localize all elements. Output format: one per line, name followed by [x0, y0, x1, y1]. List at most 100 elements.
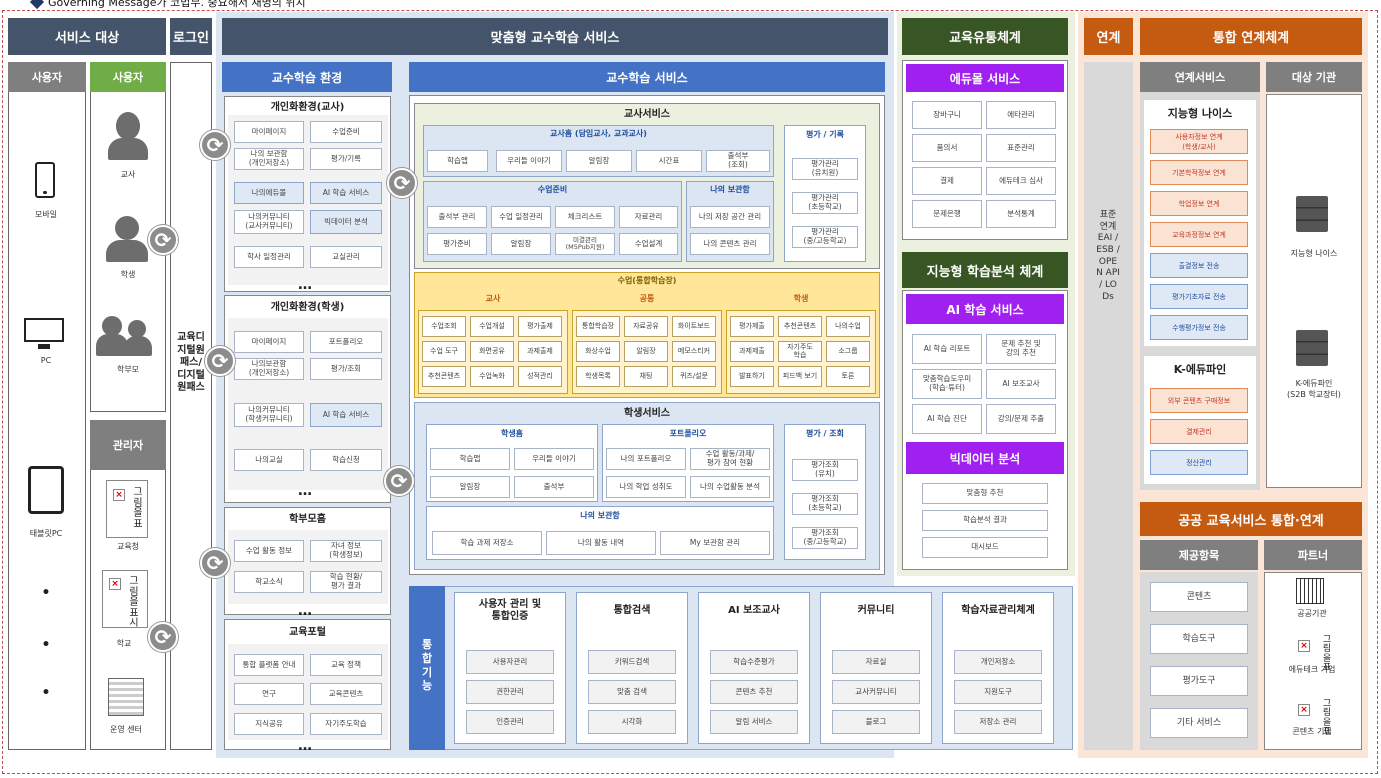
integrated-item[interactable]: 콘텐츠 추천 [710, 680, 798, 704]
class-student-item[interactable]: 피드백 보기 [778, 366, 822, 387]
ai-service-item[interactable]: AI 학습 리포트 [912, 334, 982, 364]
teacher-eval-item[interactable]: 평가관리 (중/고등학교) [792, 226, 858, 248]
integrated-item[interactable]: 블로그 [832, 710, 920, 734]
class-student-item[interactable]: 과제제출 [730, 341, 774, 362]
class-teacher-item[interactable]: 화면공유 [470, 341, 514, 362]
teacher-box-item[interactable]: 나의 콘텐츠 관리 [690, 233, 770, 255]
class-student-item[interactable]: 평가제출 [730, 316, 774, 337]
teacher-home-item[interactable]: 우리들 이야기 [496, 150, 562, 172]
kedu-link-item[interactable]: 결제관리 [1150, 419, 1248, 444]
integrated-item[interactable]: 저장소 관리 [954, 710, 1042, 734]
student-home-item[interactable]: 출석부 [514, 476, 594, 498]
student-box-item[interactable]: 학습 과제 저장소 [432, 531, 542, 555]
portal-item[interactable]: 지식공유 [234, 713, 304, 735]
provision-item[interactable]: 학습도구 [1150, 624, 1248, 654]
integrated-item[interactable]: 권한관리 [466, 680, 554, 704]
class-prep-item[interactable]: 출석부 관리 [427, 206, 487, 228]
integrated-item[interactable]: 개인저장소 [954, 650, 1042, 674]
env-student-item[interactable]: 포트폴리오 [310, 331, 382, 353]
portfolio-item[interactable]: 나의 학업 성취도 [606, 476, 686, 498]
integrated-item[interactable]: 키워드검색 [588, 650, 676, 674]
env-teacher-item[interactable]: 학사 일정관리 [234, 246, 304, 268]
edu-mall-item[interactable]: 표준관리 [986, 134, 1056, 162]
student-box-item[interactable]: My 보관함 관리 [660, 531, 770, 555]
student-box-item[interactable]: 나의 활동 내역 [546, 531, 656, 555]
class-student-item[interactable]: 추천콘텐츠 [778, 316, 822, 337]
edu-mall-item[interactable]: 장바구니 [912, 101, 982, 129]
teacher-home-item[interactable]: 출석부 (조회) [706, 150, 770, 172]
class-common-item[interactable]: 퀴즈/설문 [672, 366, 716, 387]
student-home-item[interactable]: 학습맵 [430, 448, 510, 470]
teacher-eval-item[interactable]: 평가관리 (초등학교) [792, 192, 858, 214]
student-eval-item[interactable]: 평가조회 (유치) [792, 459, 858, 481]
ai-service-item[interactable]: AI 보조교사 [986, 369, 1056, 399]
class-prep-item[interactable]: 미결관리 (M5Pub지원) [555, 233, 615, 255]
env-teacher-item[interactable]: AI 학습 서비스 [310, 182, 382, 204]
env-teacher-item[interactable]: 나의커뮤니티 (교사커뮤니티) [234, 210, 304, 234]
class-prep-item[interactable]: 자료관리 [619, 206, 678, 228]
class-common-item[interactable]: 메모스티커 [672, 341, 716, 362]
integrated-item[interactable]: 학습수준평가 [710, 650, 798, 674]
ai-service-item[interactable]: 문제 추천 및 강의 추천 [986, 334, 1056, 364]
portal-item[interactable]: 교육콘텐츠 [310, 683, 382, 705]
class-student-item[interactable]: 발표하기 [730, 366, 774, 387]
class-teacher-item[interactable]: 추천콘텐츠 [422, 366, 466, 387]
class-prep-item[interactable]: 체크리스트 [555, 206, 615, 228]
neis-link-item[interactable]: 출결정보 전송 [1150, 253, 1248, 278]
class-teacher-item[interactable]: 과제출제 [518, 341, 562, 362]
env-teacher-item[interactable]: 빅데이터 분석 [310, 210, 382, 234]
edu-mall-item[interactable]: 에듀테크 심사 [986, 167, 1056, 195]
class-teacher-item[interactable]: 평가출제 [518, 316, 562, 337]
env-teacher-item[interactable]: 교실관리 [310, 246, 382, 268]
env-teacher-item[interactable]: 나의에듀몰 [234, 182, 304, 204]
provision-item[interactable]: 콘텐츠 [1150, 582, 1248, 612]
teacher-home-item[interactable]: 시간표 [636, 150, 702, 172]
kedu-link-item[interactable]: 정산관리 [1150, 450, 1248, 475]
class-common-item[interactable]: 채팅 [624, 366, 668, 387]
neis-link-item[interactable]: 기본학적정보 연계 [1150, 160, 1248, 185]
ai-service-item[interactable]: 맞춤학습도우미 (학습·튜터) [912, 369, 982, 399]
provision-item[interactable]: 기타 서비스 [1150, 708, 1248, 738]
edu-mall-item[interactable]: 결제 [912, 167, 982, 195]
bigdata-item[interactable]: 대시보드 [922, 537, 1048, 558]
integrated-item[interactable]: 인증관리 [466, 710, 554, 734]
class-prep-item[interactable]: 수업설계 [619, 233, 678, 255]
env-student-item[interactable]: 평가/조회 [310, 358, 382, 380]
integrated-item[interactable]: 지원도구 [954, 680, 1042, 704]
student-home-item[interactable]: 우리들 이야기 [514, 448, 594, 470]
integrated-item[interactable]: 자료실 [832, 650, 920, 674]
env-student-item[interactable]: 학습신청 [310, 449, 382, 471]
parent-item[interactable]: 학습 현황/ 평가 결과 [310, 571, 382, 593]
integrated-item[interactable]: 교사커뮤니티 [832, 680, 920, 704]
class-teacher-item[interactable]: 수업 도구 [422, 341, 466, 362]
class-common-item[interactable]: 화상수업 [576, 341, 620, 362]
class-common-item[interactable]: 화이트보드 [672, 316, 716, 337]
parent-item[interactable]: 수업 활동 정보 [234, 540, 304, 562]
class-common-item[interactable]: 자료공유 [624, 316, 668, 337]
portal-item[interactable]: 연구 [234, 683, 304, 705]
integrated-item[interactable]: 알림 서비스 [710, 710, 798, 734]
provision-item[interactable]: 평가도구 [1150, 666, 1248, 696]
class-student-item[interactable]: 토론 [826, 366, 870, 387]
env-student-item[interactable]: 마이페이지 [234, 331, 304, 353]
neis-link-item[interactable]: 교육과정정보 연계 [1150, 222, 1248, 247]
integrated-item[interactable]: 시각화 [588, 710, 676, 734]
class-common-item[interactable]: 알림장 [624, 341, 668, 362]
env-teacher-item[interactable]: 마이페이지 [234, 121, 304, 143]
neis-link-item[interactable]: 평가기초자료 전송 [1150, 284, 1248, 309]
env-teacher-item[interactable]: 나의 보관함 (개인저장소) [234, 148, 304, 170]
kedu-link-item[interactable]: 외부 콘텐츠 구매정보 [1150, 388, 1248, 413]
teacher-box-item[interactable]: 나의 저장 공간 관리 [690, 206, 770, 228]
edu-mall-item[interactable]: 에타관리 [986, 101, 1056, 129]
class-student-item[interactable]: 자기주도 학습 [778, 341, 822, 362]
parent-item[interactable]: 학교소식 [234, 571, 304, 593]
env-student-item[interactable]: 나의교실 [234, 449, 304, 471]
portfolio-item[interactable]: 나의 수업활동 분석 [690, 476, 770, 498]
bigdata-item[interactable]: 맞춤형 추천 [922, 483, 1048, 504]
student-eval-item[interactable]: 평가조회 (초등학교) [792, 493, 858, 515]
portal-item[interactable]: 통합 플랫폼 안내 [234, 654, 304, 676]
env-student-item[interactable]: AI 학습 서비스 [310, 403, 382, 427]
env-student-item[interactable]: 나의커뮤니티 (학생커뮤니티) [234, 403, 304, 427]
neis-link-item[interactable]: 사용자정보 연계 (학생/교사) [1150, 129, 1248, 154]
neis-link-item[interactable]: 수행평가정보 전송 [1150, 315, 1248, 340]
